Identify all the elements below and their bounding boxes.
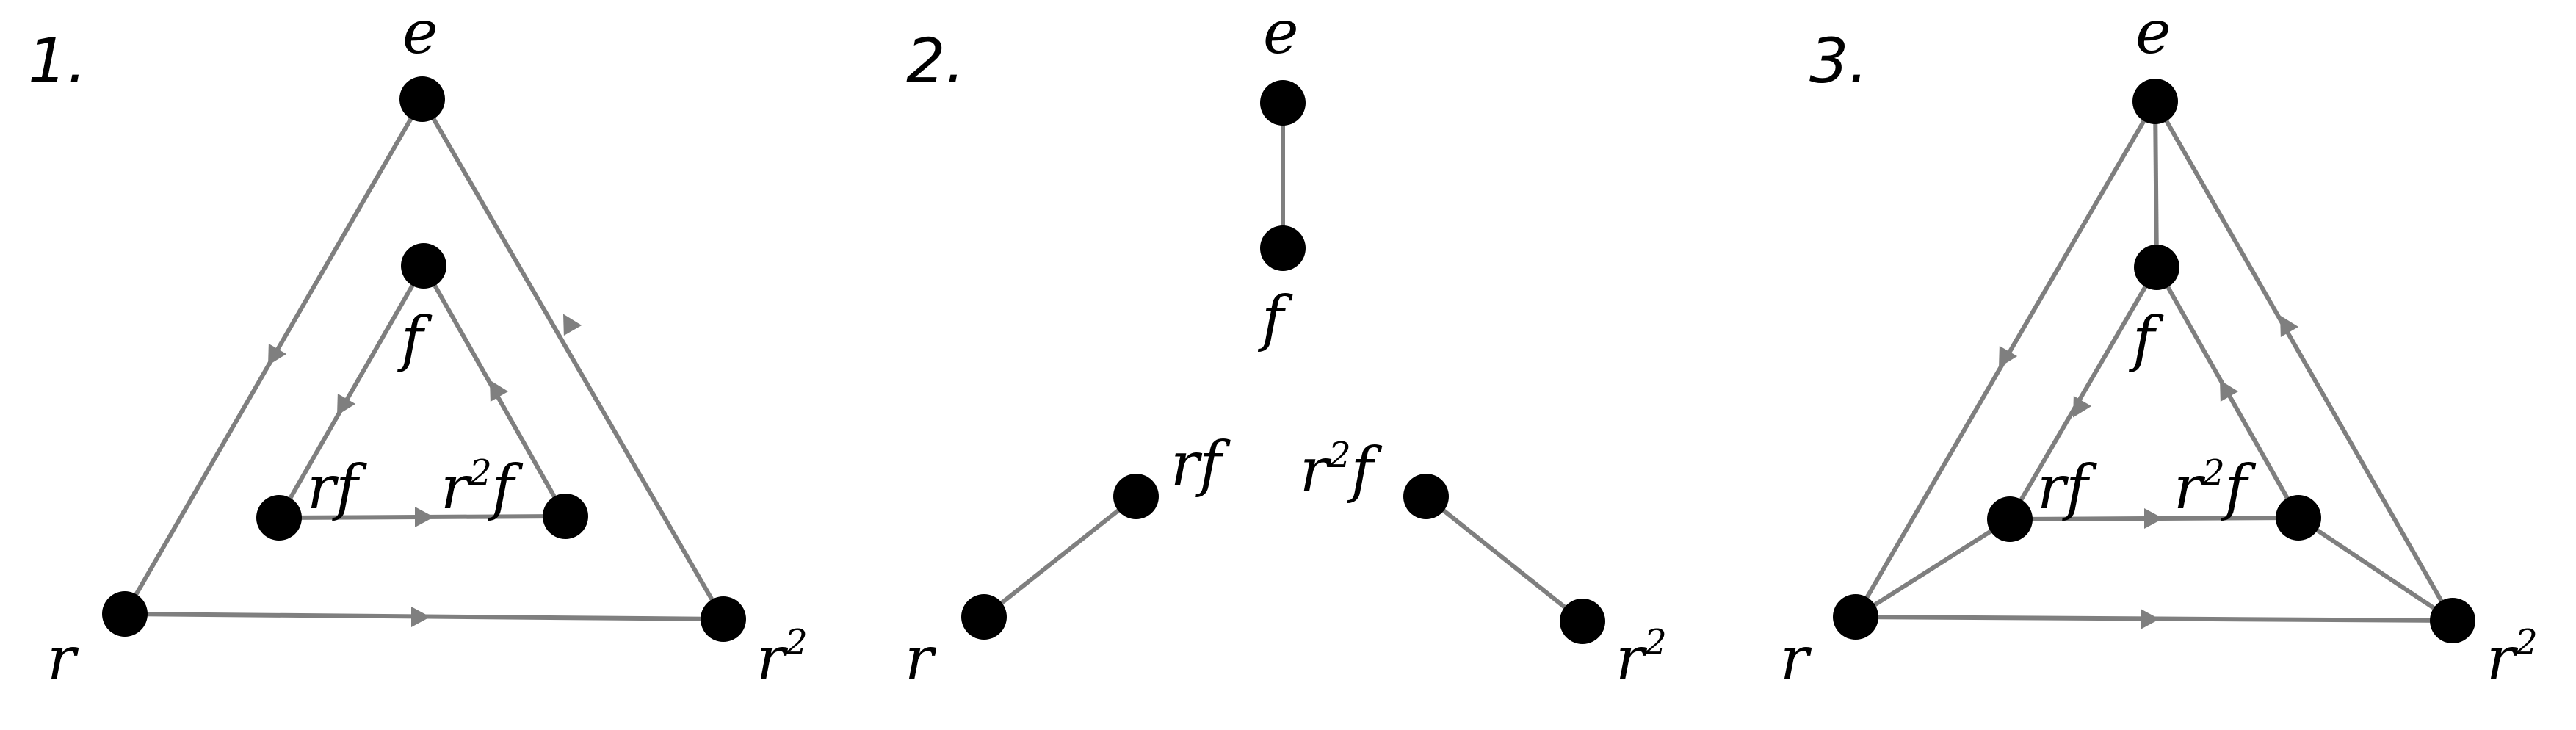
- panel-3-number: 3.: [1809, 25, 1868, 97]
- node-e: [2132, 79, 2178, 124]
- edge-r2-e: [2153, 100, 2455, 622]
- arrow-r-r2: [2141, 609, 2160, 629]
- arrow-r2f-f: [490, 380, 509, 402]
- node-rf: [256, 495, 302, 541]
- node-r2f: [2276, 495, 2321, 541]
- label-r2: r2: [1616, 622, 1667, 694]
- label-rf: rf: [2037, 453, 2097, 523]
- label-r: r: [47, 624, 79, 694]
- node-f: [2134, 245, 2179, 290]
- node-r2f: [1403, 474, 1449, 519]
- arrow-r2-e: [2280, 315, 2299, 337]
- label-r: r: [1780, 624, 1812, 694]
- label-r2: r2: [756, 622, 808, 694]
- node-r2: [701, 596, 746, 642]
- arrow-e-r: [268, 344, 287, 366]
- label-f: f: [1257, 284, 1293, 354]
- edge-rf-r: [983, 494, 1137, 619]
- label-f: f: [2128, 305, 2164, 375]
- panel-2: 2. e f rf r2f r r2: [905, 0, 1667, 694]
- node-f: [1260, 225, 1306, 271]
- edge-r2-e: [420, 98, 726, 621]
- node-e: [399, 76, 445, 122]
- label-r: r: [905, 624, 937, 694]
- node-f: [401, 243, 446, 289]
- arrow-r2f-f: [2220, 380, 2239, 402]
- label-e: e: [1263, 0, 1299, 68]
- edge-f-rf: [277, 264, 426, 519]
- node-r: [1833, 594, 1878, 640]
- node-r: [102, 591, 148, 637]
- label-r2f: r2f: [2174, 452, 2257, 523]
- arrow-rf-r2f: [2144, 508, 2163, 529]
- arrow-f-rf: [2073, 396, 2092, 418]
- label-rf: rf: [1171, 430, 1231, 499]
- arrow-e-r: [1999, 346, 2018, 368]
- arrow-r-r2: [411, 607, 430, 627]
- node-rf: [1987, 496, 2033, 542]
- edge-r2f-r2: [1425, 494, 1584, 624]
- panel-3: 3. e f rf r2f r r2: [1780, 0, 2538, 694]
- panel-1-number: 1.: [28, 25, 87, 97]
- label-r2f: r2f: [1300, 435, 1383, 505]
- label-r2: r2: [2486, 622, 2538, 694]
- node-rf: [1113, 474, 1159, 519]
- node-r2: [1560, 599, 1605, 644]
- edge-r-rf: [1854, 517, 2011, 619]
- edge-r2-r2f: [2297, 516, 2454, 623]
- node-e: [1260, 80, 1306, 126]
- arrow-rf-r2f: [415, 507, 434, 527]
- label-rf: rf: [307, 453, 367, 523]
- panel-1: 1. e f rf r2f r r2: [28, 0, 808, 694]
- panel-2-number: 2.: [906, 25, 965, 97]
- arrow-f-rf: [337, 394, 356, 416]
- edge-f-rf: [2008, 266, 2159, 521]
- node-r: [961, 594, 1007, 640]
- arrow-r2-e: [563, 314, 582, 336]
- label-f: f: [397, 305, 433, 375]
- label-r2f: r2f: [441, 452, 524, 523]
- node-r2: [2430, 598, 2475, 643]
- edge-e-f: [2153, 101, 2159, 268]
- label-e: e: [2135, 0, 2171, 68]
- node-r2f: [543, 494, 588, 539]
- label-e: e: [402, 0, 438, 68]
